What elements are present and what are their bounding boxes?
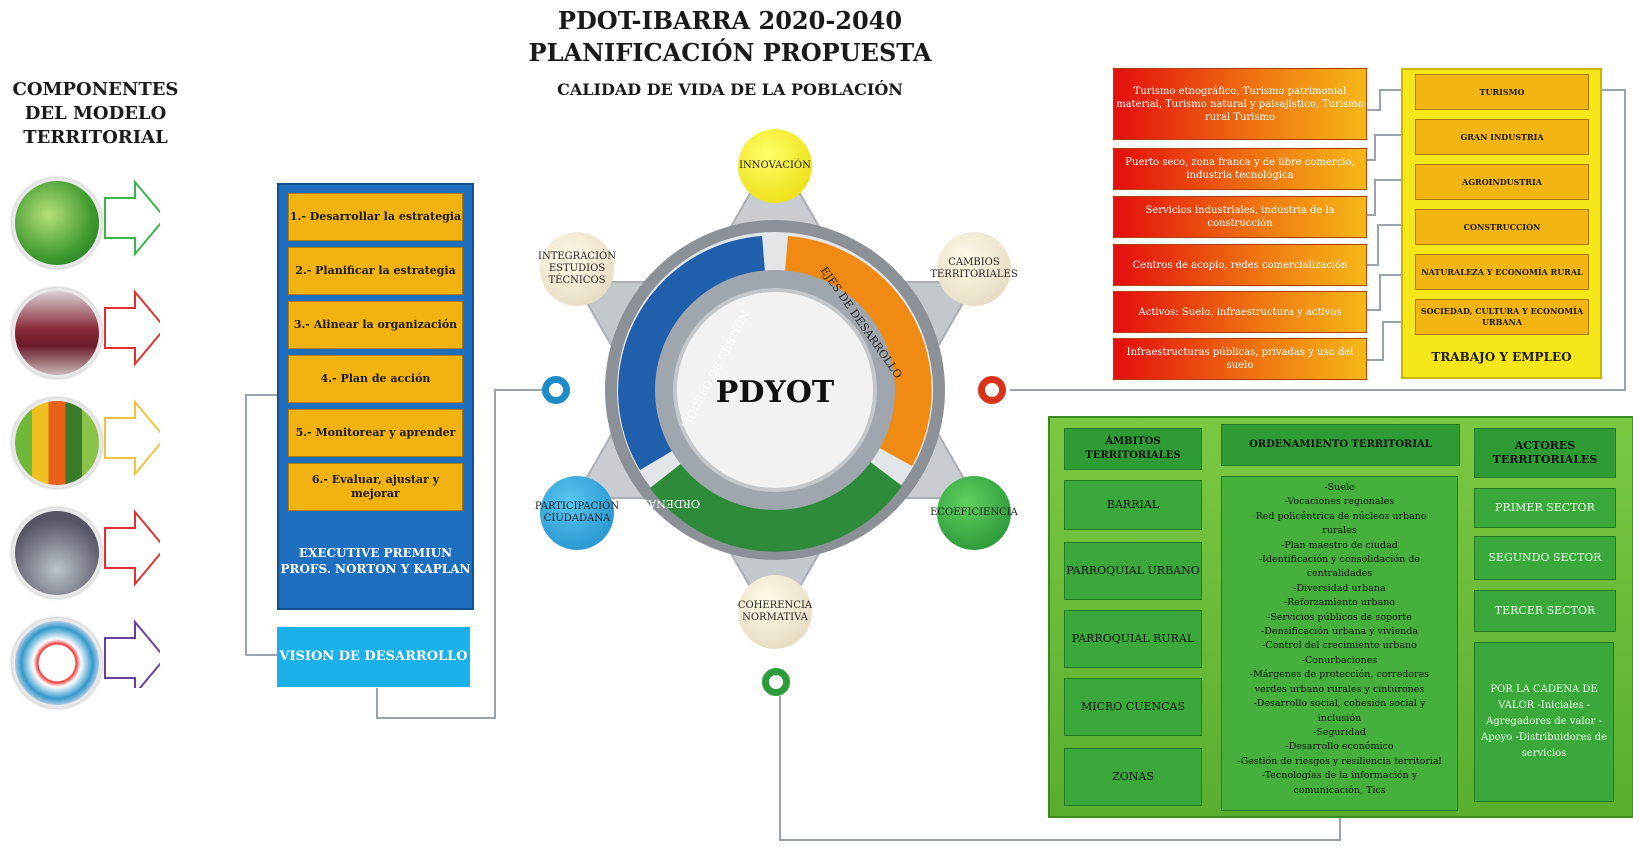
activity-puerto: Puerto seco, zona franca y de libre come… <box>1113 148 1367 190</box>
ordenamiento-header: ORDENAMIENTO TERRITORIAL <box>1221 424 1460 466</box>
ambito-barrial: BARRIAL <box>1064 480 1202 530</box>
actor-primer-sector: PRIMER SECTOR <box>1474 488 1616 528</box>
ordenamiento-item: -Reforzamiento urbano <box>1283 597 1396 609</box>
actor-segundo-sector: SEGUNDO SECTOR <box>1474 536 1616 580</box>
sectors-footer: TRABAJO Y EMPLEO <box>1431 350 1572 364</box>
title-line-2: PLANIFICACIÓN PROPUESTA <box>528 38 932 67</box>
institution-logo-icon <box>12 618 102 708</box>
ordenamiento-item: -Seguridad <box>1313 726 1366 738</box>
activity-acopio: Centros de acopio, redes comercializació… <box>1113 244 1367 286</box>
ambito-micro-cuencas: MICRO CUENCAS <box>1064 678 1202 736</box>
component-arrows <box>104 179 167 697</box>
sector-sociedad: SOCIEDAD, CULTURA Y ECONOMÍA URBANA <box>1415 299 1589 335</box>
ordenamiento-item: inclusión <box>1317 712 1362 724</box>
node-coherencia: COHERENCIA NORMATIVA <box>738 575 812 649</box>
ordenamiento-item: -Vocaciones regionales <box>1284 496 1395 508</box>
title-line-1: PDOT-IBARRA 2020-2040 <box>557 6 903 35</box>
green-ring-icon <box>762 668 790 696</box>
actores-header: ACTORES TERRITORIALES <box>1474 428 1616 478</box>
pdyot-star-diagram: MODELO DE GESTIÓN EJES DE DESARROLLO ORD… <box>540 147 977 633</box>
red-ring-icon <box>978 376 1006 404</box>
ordenamiento-item: rurales <box>1322 525 1357 537</box>
ordenamiento-item: -Conurbaciones <box>1301 654 1378 666</box>
strategy-step-2: 2.- Planificar la estrategia <box>288 247 463 295</box>
center-circle <box>673 288 877 492</box>
pdyot-label: PDYOT <box>716 375 835 410</box>
activity-servicios: Servicios industriales, industria de la … <box>1113 196 1367 238</box>
ordenamiento-item: -Tecnologías de la información y <box>1261 770 1418 782</box>
ordenamiento-item: -Control del crecimiento urbano <box>1262 640 1417 652</box>
ordenamiento-item: -Gestión de riesgos y resiliencia territ… <box>1237 755 1442 767</box>
ordenamiento-item: -Diversidad urbana <box>1293 582 1386 594</box>
strategy-step-4: 4.- Plan de acción <box>288 355 463 403</box>
node-innovacion: INNOVACIÓN <box>738 129 812 203</box>
ordenamiento-item: verdes urbano rurales y cinturones <box>1254 683 1425 695</box>
ordenamiento-item: -Desarrollo económico <box>1285 741 1394 753</box>
node-ecoeficiencia: ECOEFICIENCIA <box>930 476 1018 550</box>
sector-gran-industria: GRAN INDUSTRIA <box>1415 119 1589 155</box>
component-icons <box>10 168 167 697</box>
economy-chart-icon <box>12 398 102 488</box>
ordenamiento-item: -Densificación urbana y vivienda <box>1261 626 1418 638</box>
city-building-icon <box>12 288 102 378</box>
sector-agroindustria: AGROINDUSTRIA <box>1415 164 1589 200</box>
ambito-parroquial-rural: PARROQUIAL RURAL <box>1064 610 1202 668</box>
ordenamiento-item: -Márgenes de protección, corredores <box>1249 669 1430 681</box>
sectors-panel: TURISMO GRAN INDUSTRIA AGROINDUSTRIA CON… <box>1401 68 1602 379</box>
blue-ring-icon <box>542 376 570 404</box>
ordenamiento-item: -Red policéntrica de núcleos urbano <box>1252 510 1427 522</box>
activity-turismo: Turismo etnográfico, Turismo patrimonial… <box>1113 68 1367 140</box>
node-integracion: INTEGRACIÓN ESTUDIOS TÉCNICOS <box>538 232 616 306</box>
strategy-step-1: 1.- Desarrollar la estrategia <box>288 193 463 241</box>
monument-icon <box>12 508 102 598</box>
ordenamiento-list: -Suelo -Vocaciones regionales -Red polic… <box>1221 476 1458 811</box>
ordenamiento-item: -Plan maestro de ciudad <box>1281 539 1398 551</box>
ordenamiento-item: comunicación, Tics <box>1293 784 1386 796</box>
strategy-step-5: 5.- Monitorear y aprender <box>288 409 463 457</box>
components-title: COMPONENTES DEL MODELO TERRITORIAL <box>12 79 179 148</box>
node-cambios: CAMBIOS TERRITORIALES <box>930 232 1018 306</box>
strategy-step-6: 6.- Evaluar, ajustar y mejorar <box>288 463 463 511</box>
vision-box: VISION DE DESARROLLO <box>277 627 470 687</box>
globe-icon <box>12 178 102 268</box>
ordenamiento-item: -Suelo <box>1324 482 1355 493</box>
ambitos-header: ÁMBITOS TERRITORIALES <box>1064 428 1202 470</box>
ordenamiento-item: -Servicios públicos de soporte <box>1267 611 1412 623</box>
ambito-zonas: ZONAS <box>1064 748 1202 806</box>
title-line-3: CALIDAD DE VIDA DE LA POBLACIÓN <box>557 80 903 99</box>
sector-construccion: CONSTRUCCIÓN <box>1415 209 1589 245</box>
ordenamiento-item: -Identificación y consolidación de <box>1258 554 1421 566</box>
actor-tercer-sector: TERCER SECTOR <box>1474 590 1616 632</box>
strategy-panel: 1.- Desarrollar la estrategia 2.- Planif… <box>277 183 474 610</box>
cadena-valor: POR LA CADENA DE VALOR -Iniciales -Agreg… <box>1474 642 1614 802</box>
strategy-step-3: 3.- Alinear la organización <box>288 301 463 349</box>
sector-naturaleza: NATURALEZA Y ECONOMÍA RURAL <box>1415 254 1589 290</box>
activity-infraestructura: Infraestructuras públicas, privadas y us… <box>1113 338 1367 380</box>
ordenamiento-item: -Desarrollo social, cohesión social y <box>1253 698 1426 710</box>
activity-activos: Activos: Suelo, infraestructura y activo… <box>1113 291 1367 333</box>
ambito-parroquial-urbano: PARROQUIAL URBANO <box>1064 542 1202 600</box>
ordenamiento-item: centralidades <box>1306 568 1373 580</box>
strategy-footer: EXECUTIVE PREMIUN PROFS. NORTON Y KAPLAN <box>280 546 471 576</box>
node-participacion: PARTICIPACIÓN CIUDADANA <box>535 476 619 550</box>
territorial-panel: ÁMBITOS TERRITORIALES BARRIAL PARROQUIAL… <box>1048 416 1633 818</box>
sector-turismo: TURISMO <box>1415 74 1589 110</box>
